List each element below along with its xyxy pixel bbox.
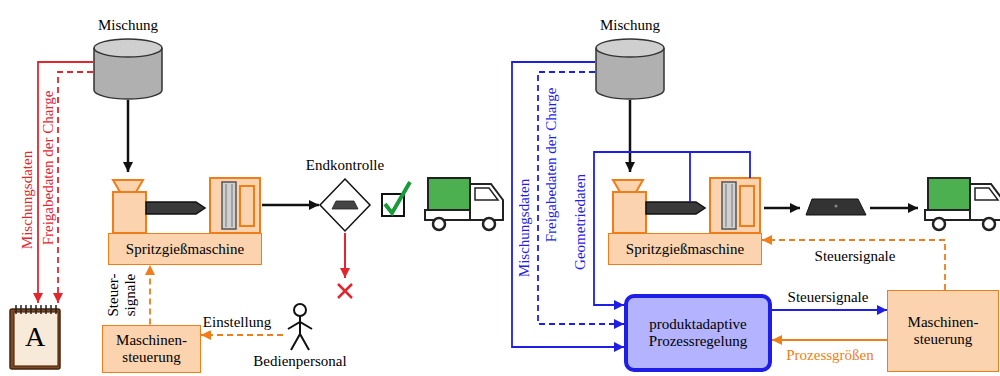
edge-label: Geometriedaten [572,173,589,271]
edge-label: Steuersignale [814,248,897,265]
node-label: Spritzgießmaschine [608,233,762,265]
operator-figure: Bedienpersonal [283,303,317,351]
edge-label: Prozessgrößen [785,347,874,364]
connector [201,334,283,336]
connector [538,72,624,324]
molded-part [806,199,866,215]
edge-label: Freigabedaten der Charge [543,87,560,244]
material-container: Mischung [595,38,665,100]
process-control-box: produktadaptive Prozessregelung [624,294,772,372]
stick-figure [283,303,317,351]
edge-label: Freigabedaten der Charge [40,90,57,247]
node-label: Endkontrolle [306,157,384,174]
connector [762,240,945,290]
truck-icon [925,178,1000,230]
connector [772,309,887,311]
control-box: Maschinen- steuerung [102,325,201,373]
node-label: Spritzgießmaschine [108,233,262,265]
connector [58,72,93,303]
truck-icon [425,178,503,230]
node-label: Mischung [600,17,660,34]
node-label: Bedienpersonal [253,353,346,370]
cylinder-shape [595,38,665,100]
inspection-diamond: Endkontrolle [319,178,371,232]
flow-arrow [870,207,918,210]
record-book: A [8,303,62,371]
machine-illustration [113,178,260,233]
edge-label: Einstellung [202,314,272,331]
check-mark [382,182,410,216]
control-box: Maschinen- steuerung [887,290,999,372]
connector [127,100,130,172]
connector [629,100,632,172]
connector [772,339,887,341]
diamond-shape [319,178,371,232]
node-label: A [25,322,45,352]
node-label: produktadaptive Prozessregelung [628,316,768,350]
reject-cross [338,284,352,298]
sensor-line [689,172,691,202]
connector [38,62,93,303]
connector [149,265,151,325]
injection-molding-machine: Spritzgießmaschine [108,172,262,265]
node-label: Maschinen- steuerung [103,332,200,366]
injection-molding-machine: Spritzgießmaschine [608,172,762,265]
edge-label: Steuer- signale [105,267,139,323]
connector [594,152,690,305]
connector [262,204,319,207]
node-label: Mischung [98,17,158,34]
machine-illustration [613,178,760,233]
sensor-line [690,152,750,178]
edge-label: Mischungsdaten [516,178,533,278]
reject-arrow [344,233,346,278]
flow-arrow [764,207,800,210]
node-label: Maschinen- steuerung [888,314,998,348]
cylinder-shape [93,38,163,100]
material-container: Mischung [93,38,163,100]
edge-label: Mischungsdaten [19,150,36,250]
edge-label: Steuersignale [787,289,870,306]
